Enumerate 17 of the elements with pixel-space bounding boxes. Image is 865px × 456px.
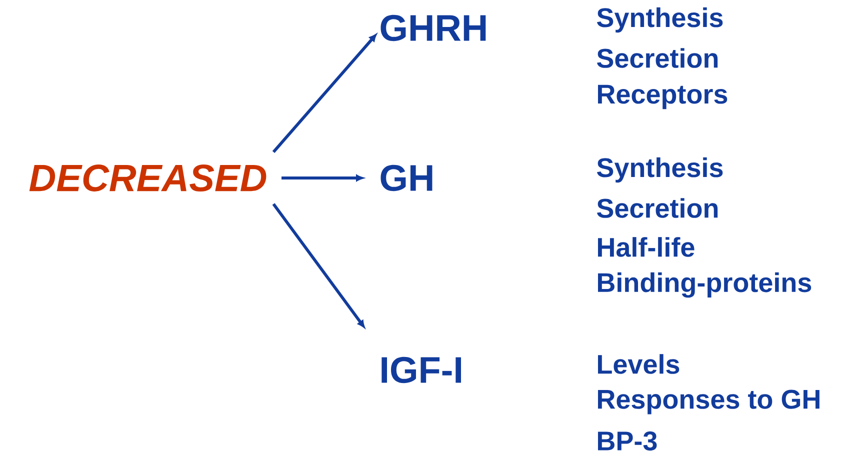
list-item: Secretion <box>597 48 718 68</box>
node-label: GH <box>380 164 432 192</box>
arrow <box>282 174 364 182</box>
list-item: Synthesis <box>597 157 723 183</box>
list-item: Synthesis <box>597 7 723 33</box>
arrow <box>272 34 376 153</box>
list-item: Secretion <box>597 198 718 218</box>
node-label: IGF-I <box>382 356 462 384</box>
list-item: Receptors <box>598 84 728 110</box>
list-item: Responses to GH <box>598 390 820 414</box>
arrow <box>272 203 365 328</box>
node-label: GHRH <box>380 14 486 42</box>
node-label: DECREASED <box>29 164 266 192</box>
list-item: Binding-proteins <box>598 272 812 298</box>
list-item: BP-3 <box>598 431 657 451</box>
list-item: Levels <box>598 354 680 374</box>
list-item: Half-life <box>598 237 694 257</box>
